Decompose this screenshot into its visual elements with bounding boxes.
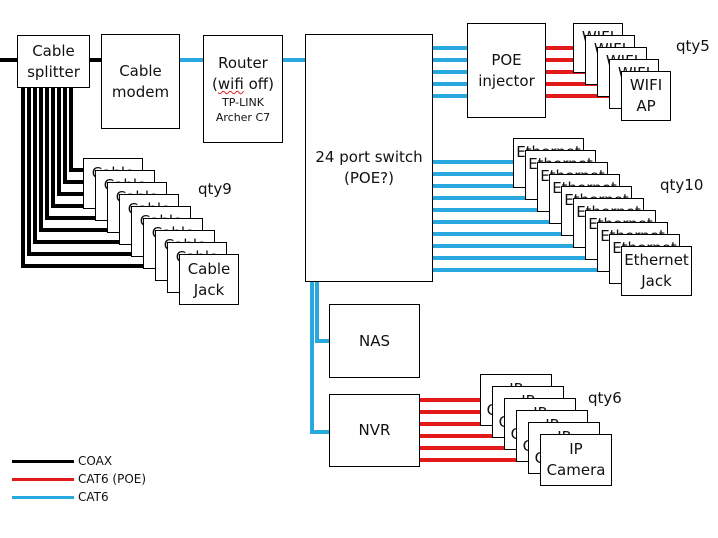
stack-item: Ethernet Jack	[621, 246, 692, 296]
stack-item-label: WIFI AP	[629, 76, 663, 115]
stack-item-label: Cable Jack	[187, 259, 231, 299]
stack-item-label: IP Camera	[546, 440, 606, 479]
ethernet-jack-qty: qty10	[660, 176, 704, 194]
stack-item: IP Camera	[540, 434, 612, 486]
ip-camera-qty: qty6	[588, 389, 622, 407]
cat6-switch-nvr-wire	[310, 282, 329, 434]
cable-jack-qty: qty9	[198, 180, 232, 198]
legend-cat6: CAT6	[12, 490, 109, 504]
router: Router(wifi off) TP-LINK Archer C7	[203, 35, 283, 143]
router-model-line1: TP-LINK	[222, 96, 264, 109]
legend-cat6-label: CAT6	[78, 490, 109, 504]
legend-cat6-swatch	[12, 495, 74, 499]
legend-coax: COAX	[12, 454, 112, 468]
legend-cat6-poe-label: CAT6 (POE)	[78, 472, 147, 486]
router-wifi-word: wifi	[217, 75, 244, 93]
cable-splitter: Cable splitter	[17, 35, 90, 88]
stack-item-label: Ethernet Jack	[624, 251, 689, 290]
cable-modem-label: Cable modem	[111, 61, 170, 101]
wifi-ap-qty: qty5	[676, 37, 710, 55]
switch-24-port: 24 port switch (POE?)	[305, 34, 433, 282]
cat6-switch-nas-wire	[315, 282, 329, 343]
legend-coax-swatch	[12, 459, 74, 463]
stack-item: Cable Jack	[179, 254, 239, 305]
coax-jack-wire	[27, 88, 173, 256]
coax-jack-wire	[21, 88, 185, 268]
legend-cat6-poe-swatch	[12, 477, 74, 481]
poe-injector-label: POE injector	[478, 50, 535, 90]
legend-coax-label: COAX	[78, 454, 113, 468]
router-model-line2: Archer C7	[215, 111, 271, 124]
legend-cat6-poe: CAT6 (POE)	[12, 472, 146, 486]
cable-modem: Cable modem	[101, 34, 180, 129]
cable-splitter-label: Cable splitter	[27, 41, 80, 81]
nvr: NVR	[329, 394, 420, 467]
poe-injector: POE injector	[467, 23, 546, 118]
nvr-label: NVR	[358, 421, 391, 439]
switch-label: 24 port switch (POE?)	[315, 148, 423, 187]
router-label: Router(wifi off)	[212, 54, 274, 93]
nas-label: NAS	[358, 331, 390, 350]
stack-item: WIFI AP	[621, 71, 671, 121]
nas: NAS	[329, 304, 420, 378]
